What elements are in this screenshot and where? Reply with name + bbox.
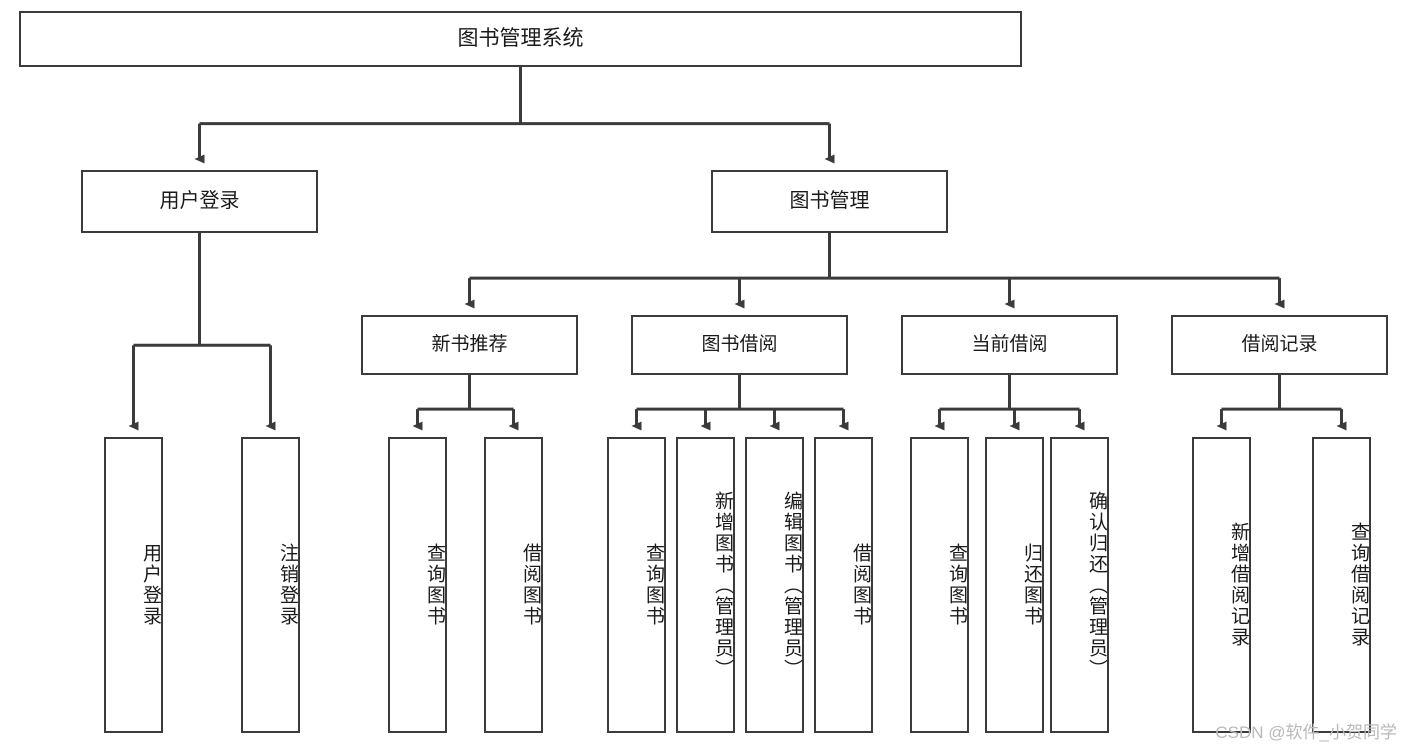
node-root[interactable]: 图书管理系统 xyxy=(19,11,1022,67)
node-label: 查询借阅记录 xyxy=(1348,522,1369,648)
node-leaf-query-book-2[interactable]: 查询图书 xyxy=(607,437,666,733)
node-leaf-query-book-1[interactable]: 查询图书 xyxy=(388,437,447,733)
node-leaf-borrow-book-1[interactable]: 借阅图书 xyxy=(484,437,543,733)
node-label: 注销登录 xyxy=(277,543,298,627)
node-label: 查询图书 xyxy=(946,543,967,627)
node-leaf-user-login[interactable]: 用户登录 xyxy=(104,437,163,733)
node-leaf-query-book-3[interactable]: 查询图书 xyxy=(910,437,969,733)
node-label: 查询图书 xyxy=(424,543,445,627)
node-label: 借阅记录 xyxy=(1241,333,1318,355)
node-new-book-recommend[interactable]: 新书推荐 xyxy=(361,315,578,375)
node-label: 确认归还（管理员） xyxy=(1086,490,1107,680)
node-leaf-query-record[interactable]: 查询借阅记录 xyxy=(1312,437,1371,733)
node-label: 新书推荐 xyxy=(431,333,508,355)
node-leaf-borrow-book-2[interactable]: 借阅图书 xyxy=(814,437,873,733)
node-label: 新增借阅记录 xyxy=(1228,522,1249,648)
node-book-manage[interactable]: 图书管理 xyxy=(711,170,948,233)
node-label: 用户登录 xyxy=(140,543,161,627)
node-current-borrow[interactable]: 当前借阅 xyxy=(901,315,1118,375)
node-label: 编辑图书（管理员） xyxy=(781,490,802,680)
node-label: 借阅图书 xyxy=(520,543,541,627)
node-label: 图书借阅 xyxy=(701,333,778,355)
node-label: 当前借阅 xyxy=(971,333,1048,355)
node-leaf-edit-book[interactable]: 编辑图书（管理员） xyxy=(745,437,804,733)
node-label: 图书管理系统 xyxy=(457,26,584,50)
node-borrow-record[interactable]: 借阅记录 xyxy=(1171,315,1388,375)
node-leaf-return-book[interactable]: 归还图书 xyxy=(985,437,1044,733)
node-leaf-user-logout[interactable]: 注销登录 xyxy=(241,437,300,733)
node-leaf-confirm-return[interactable]: 确认归还（管理员） xyxy=(1050,437,1109,733)
watermark-text: CSDN @软件_小贺同学 xyxy=(1215,723,1397,742)
node-label: 查询图书 xyxy=(643,543,664,627)
node-leaf-add-record[interactable]: 新增借阅记录 xyxy=(1192,437,1251,733)
node-label: 用户登录 xyxy=(159,189,240,212)
node-leaf-add-book[interactable]: 新增图书（管理员） xyxy=(676,437,735,733)
node-label: 新增图书（管理员） xyxy=(712,490,733,680)
node-label: 图书管理 xyxy=(789,189,870,212)
node-label: 归还图书 xyxy=(1021,543,1042,627)
node-book-borrow[interactable]: 图书借阅 xyxy=(631,315,848,375)
node-label: 借阅图书 xyxy=(850,543,871,627)
node-user-login[interactable]: 用户登录 xyxy=(81,170,318,233)
